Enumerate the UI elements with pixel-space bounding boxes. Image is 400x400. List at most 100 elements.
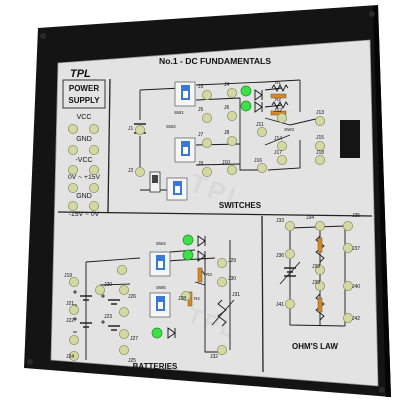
jack[interactable] bbox=[95, 284, 106, 295]
screw-hole bbox=[369, 11, 375, 17]
jack-label: J27 bbox=[130, 336, 138, 342]
jack[interactable] bbox=[226, 88, 237, 99]
jack[interactable] bbox=[216, 344, 227, 355]
jack-label: J16 bbox=[254, 158, 262, 164]
ohms-jacks bbox=[284, 220, 353, 323]
jack[interactable] bbox=[284, 248, 295, 259]
jack-label: J30 bbox=[228, 276, 236, 282]
jack-label: J15 bbox=[316, 135, 324, 141]
toggle-switch[interactable] bbox=[174, 81, 196, 107]
jack-label: J39 bbox=[312, 280, 320, 286]
jack[interactable] bbox=[201, 166, 212, 177]
jack-label: J34 bbox=[306, 215, 314, 221]
jack[interactable] bbox=[314, 220, 325, 231]
switch-label: SW4 bbox=[156, 241, 166, 246]
green-led bbox=[240, 85, 252, 97]
jack[interactable] bbox=[276, 113, 287, 124]
switch-label: SW3 bbox=[284, 127, 294, 132]
led-symbols bbox=[254, 87, 283, 113]
switches-jacks bbox=[134, 88, 325, 177]
jack-label: J32 bbox=[210, 354, 218, 360]
jack[interactable] bbox=[119, 306, 130, 317]
jack-label: J36 bbox=[276, 253, 284, 259]
jack[interactable] bbox=[226, 135, 237, 146]
toggle-switch[interactable] bbox=[149, 251, 171, 277]
jack[interactable] bbox=[69, 334, 80, 345]
jack[interactable] bbox=[69, 350, 80, 361]
toggle-switch[interactable] bbox=[174, 137, 196, 163]
screw-hole bbox=[379, 387, 385, 393]
jack[interactable] bbox=[89, 200, 100, 211]
battery-polarity-marks bbox=[73, 290, 105, 333]
jack[interactable] bbox=[276, 140, 287, 151]
resistor bbox=[270, 93, 287, 99]
jack-label: J13 bbox=[316, 110, 324, 116]
jack[interactable] bbox=[314, 264, 325, 275]
jack[interactable] bbox=[284, 298, 295, 309]
divider-horizontal bbox=[57, 211, 373, 217]
jack-label: J31 bbox=[232, 292, 240, 298]
jack[interactable] bbox=[201, 137, 212, 148]
jack-label: J1 bbox=[128, 126, 134, 132]
jack[interactable] bbox=[314, 140, 325, 151]
jack[interactable] bbox=[226, 111, 237, 122]
jack-label: J19 bbox=[64, 273, 72, 279]
jack[interactable] bbox=[69, 304, 80, 315]
jack[interactable] bbox=[69, 276, 80, 287]
jack[interactable] bbox=[119, 328, 130, 339]
rail-jacks bbox=[68, 124, 100, 211]
jack[interactable] bbox=[68, 124, 79, 135]
green-led bbox=[151, 327, 163, 339]
jack[interactable] bbox=[134, 125, 145, 136]
jack[interactable] bbox=[276, 154, 287, 165]
jack[interactable] bbox=[314, 280, 325, 291]
jack[interactable] bbox=[314, 154, 325, 165]
jack-label: J24 bbox=[66, 354, 74, 360]
jack[interactable] bbox=[119, 344, 130, 355]
rail-label: GND bbox=[76, 193, 92, 200]
jack[interactable] bbox=[89, 164, 100, 175]
jack[interactable] bbox=[68, 164, 79, 175]
jack[interactable] bbox=[342, 242, 353, 253]
jack[interactable] bbox=[117, 264, 128, 275]
jack[interactable] bbox=[68, 182, 79, 193]
slide-switch[interactable] bbox=[149, 171, 161, 193]
jack[interactable] bbox=[134, 166, 145, 177]
switch-label: SW2 bbox=[166, 124, 176, 129]
jack-label: J23 bbox=[104, 314, 112, 320]
jack[interactable] bbox=[180, 290, 191, 301]
frame-edge bbox=[373, 5, 391, 397]
section-label-batteries: BATTERIES bbox=[133, 362, 178, 371]
jack[interactable] bbox=[314, 116, 325, 127]
jack[interactable] bbox=[256, 127, 267, 138]
jack[interactable] bbox=[284, 220, 295, 231]
switches-circuit-wiring bbox=[134, 79, 321, 191]
jack[interactable] bbox=[68, 200, 79, 211]
green-led bbox=[182, 234, 194, 246]
toggle-switch[interactable] bbox=[149, 292, 171, 318]
jack-label: J17 bbox=[274, 150, 282, 156]
jack[interactable] bbox=[201, 90, 212, 101]
jack[interactable] bbox=[342, 220, 353, 231]
jack[interactable] bbox=[216, 276, 227, 287]
jack[interactable] bbox=[342, 280, 353, 291]
jack-label: J6 bbox=[224, 105, 230, 111]
jack[interactable] bbox=[226, 164, 237, 175]
brand-logo: TPL bbox=[70, 68, 91, 80]
jack[interactable] bbox=[201, 113, 212, 124]
section-label-switches: SWITCHES bbox=[219, 201, 262, 210]
jack[interactable] bbox=[119, 284, 130, 295]
jack[interactable] bbox=[68, 144, 79, 155]
screw-hole bbox=[27, 359, 33, 365]
toggle-switch[interactable] bbox=[166, 177, 188, 201]
jack[interactable] bbox=[89, 124, 100, 135]
jack-label: J11 bbox=[256, 122, 264, 128]
jack[interactable] bbox=[89, 182, 100, 193]
jack-label: J7 bbox=[198, 132, 204, 138]
power-supply-title: SUPPLY bbox=[68, 96, 100, 105]
jack[interactable] bbox=[256, 162, 267, 173]
jack[interactable] bbox=[216, 257, 227, 268]
jack[interactable] bbox=[342, 312, 353, 323]
jack[interactable] bbox=[89, 144, 100, 155]
